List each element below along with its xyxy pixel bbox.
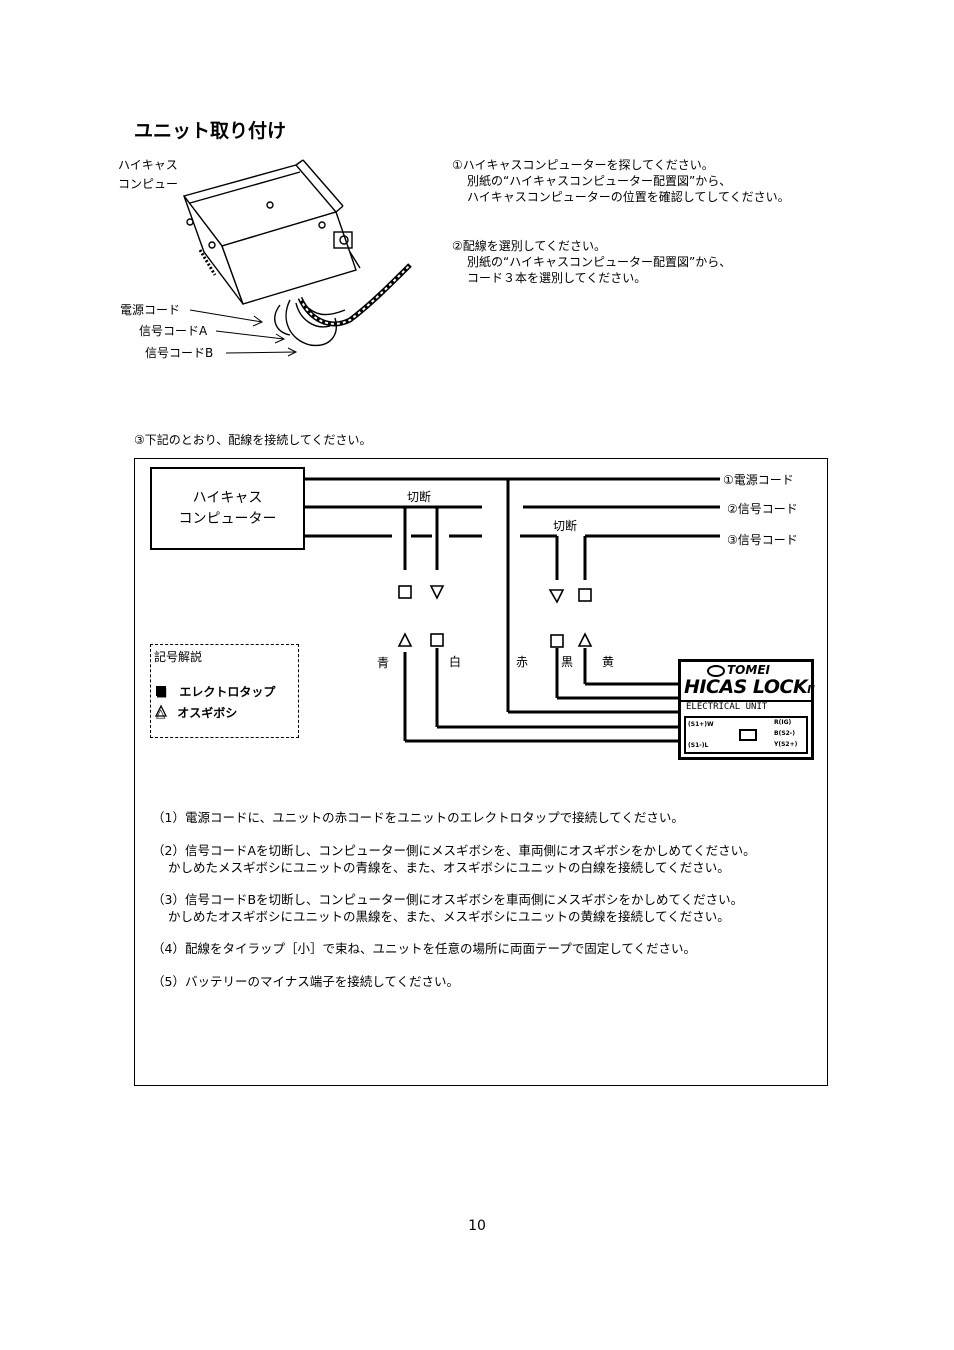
square-symbol-1 <box>398 585 412 599</box>
step1-line2: 別紙の“ハイキャスコンピューター配置図”から、 <box>467 174 732 188</box>
instruction-2a: （2）信号コードAを切断し、コンピューター側にメスギボシを、車両側にオスギボシを… <box>152 843 756 858</box>
legend-title: 記号解説 <box>154 650 203 664</box>
triangle-up-2 <box>577 632 593 647</box>
legend-male-connector: △ オスギボシ <box>156 706 238 720</box>
connector-symbols <box>397 585 593 648</box>
square-symbol-2 <box>578 588 592 602</box>
photo-label-computer-2: コンピュー <box>118 177 179 191</box>
color-label-black: 黒 <box>561 655 574 669</box>
color-label-blue: 青 <box>377 656 390 670</box>
wiring-lines <box>305 477 720 743</box>
photo-label-power-cord: 電源コード <box>120 303 181 317</box>
pin-ig: R(IG) <box>774 719 792 726</box>
cord2-label: ②信号コード <box>727 502 798 516</box>
step2-line3: コード３本を選別してください。 <box>467 271 647 285</box>
computer-illustration <box>182 159 412 347</box>
legend-square-icon <box>156 686 166 696</box>
step3-line: ③下記のとおり、配線を接続してください。 <box>134 433 372 447</box>
cut-label-2: 切断 <box>553 519 578 533</box>
step2-line2: 別紙の“ハイキャスコンピューター配置図”から、 <box>467 255 732 269</box>
cut-label-1: 切断 <box>407 490 432 504</box>
instruction-4: （4）配線をタイラップ［小］で束ね、ユニットを任意の場所に両面テープで固定してく… <box>152 941 696 956</box>
square-symbol-3 <box>430 633 444 647</box>
instruction-5: （5）バッテリーのマイナス端子を接続してください。 <box>152 974 459 989</box>
photo-label-computer-1: ハイキャス <box>118 158 178 172</box>
triangle-down-1 <box>429 585 445 600</box>
color-label-white: 白 <box>449 655 462 669</box>
cord3-label: ③信号コード <box>727 533 798 547</box>
triangle-up-1 <box>397 632 413 647</box>
hicas-lock-unit: TOMEI HICAS LOCKII ELECTRICAL UNIT (S1+)… <box>678 659 815 760</box>
instruction-1: （1）電源コードに、ユニットの赤コードをユニットのエレクトロタップで接続してくだ… <box>152 810 684 825</box>
legend-triangle-icon <box>154 704 168 717</box>
pin-s1-minus: (S1-)L <box>688 742 709 749</box>
step2-line1: ②配線を選別してください。 <box>452 239 607 253</box>
pin-s2-minus: B(S2-) <box>774 730 796 737</box>
chip-icon <box>739 729 757 741</box>
square-symbol-4 <box>550 634 564 648</box>
unit-roman: II <box>807 683 815 696</box>
unit-name: HICAS LOCK <box>684 676 808 698</box>
triangle-down-2 <box>548 589 565 604</box>
computer-box-line2: コンピューター <box>178 511 277 527</box>
diagram-computer-box: ハイキャス コンピューター <box>150 467 305 550</box>
instruction-3a: （3）信号コードBを切断し、コンピューター側にオスギボシを車両側にメスギボシをか… <box>152 892 744 907</box>
page-title: ユニット取り付け <box>134 120 287 142</box>
pin-s1-plus: (S1+)W <box>688 721 714 728</box>
cord1-label: ①電源コード <box>723 473 794 487</box>
step1-line3: ハイキャスコンピューターの位置を確認してしてください。 <box>467 190 790 204</box>
brand-logo-icon <box>707 664 725 677</box>
label-arrows <box>189 309 298 357</box>
photo-label-signal-a: 信号コードA <box>139 324 208 338</box>
diagram-frame <box>134 458 828 1086</box>
step1-line1: ①ハイキャスコンピューターを探してください。 <box>452 158 714 172</box>
unit-subtitle: ELECTRICAL UNIT <box>686 702 768 712</box>
photo-label-signal-b: 信号コードB <box>145 346 214 360</box>
pin-s2-plus: Y(S2+) <box>774 741 798 748</box>
color-label-red: 赤 <box>516 655 529 669</box>
unit-brand: TOMEI <box>727 663 770 677</box>
legend-electro-tap: ■ エレクトロタップ <box>156 685 276 699</box>
computer-box-line1: ハイキャス <box>192 490 263 506</box>
instruction-2b: かしめたメスギボシにユニットの青線を、また、オスギボシにユニットの白線を接続して… <box>168 860 730 875</box>
color-label-yellow: 黄 <box>602 655 615 669</box>
legend-box <box>150 644 299 738</box>
page-number: 10 <box>468 1218 486 1234</box>
unit-pin-panel: (S1+)W (S1-)L R(IG) B(S2-) Y(S2+) <box>684 716 808 754</box>
instruction-3b: かしめたオスギボシにユニットの黒線を、また、メスギボシにユニットの黄線を接続して… <box>168 909 730 924</box>
